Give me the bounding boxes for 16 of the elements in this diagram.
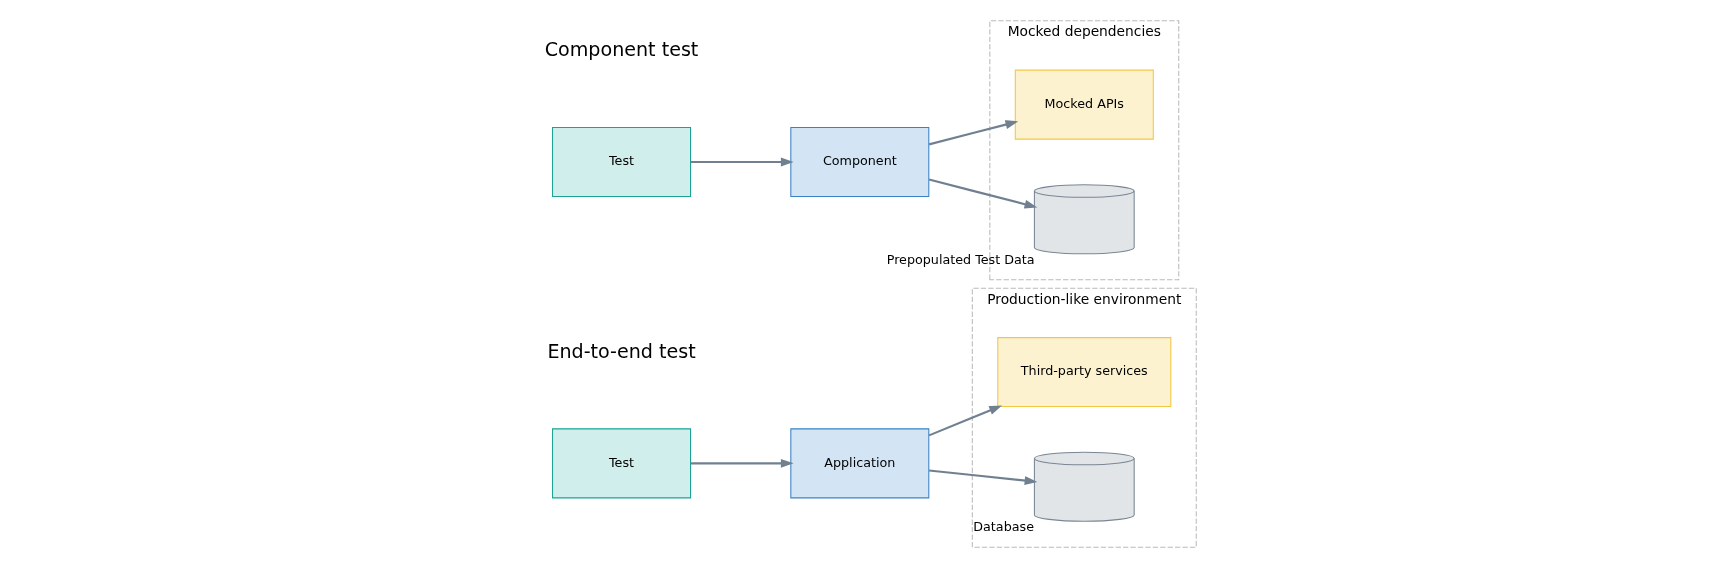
arrow	[690, 458, 794, 468]
arrow	[928, 120, 1019, 146]
node-box: Test	[552, 126, 692, 197]
label: Component test	[544, 38, 699, 62]
arrow	[929, 469, 1038, 485]
arrow	[928, 405, 1002, 437]
node-box: Component	[790, 126, 930, 197]
arrow	[690, 157, 794, 167]
node-box: Application	[790, 428, 930, 499]
node-box: Third-party services	[997, 337, 1172, 408]
node-label: Database	[973, 519, 1034, 535]
node-box: Mocked APIs	[1014, 69, 1154, 140]
node-box: Test	[552, 428, 692, 499]
label: End-to-end test	[547, 339, 696, 363]
arrow	[928, 178, 1038, 209]
node-label: Prepopulated Test Data	[886, 251, 1035, 267]
